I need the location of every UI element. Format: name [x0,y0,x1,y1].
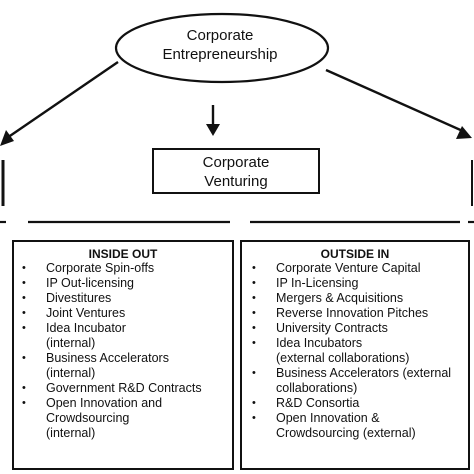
arrow-center-head [206,124,220,136]
list-item: Corporate Spin-offs [14,261,232,276]
outside-in-panel: OUTSIDE IN Corporate Venture CapitalIP I… [240,240,470,470]
entrepreneurship-label-line2: Entrepreneurship [162,46,278,63]
list-item: Open Innovation andCrowdsourcing(interna… [14,396,232,441]
list-item-text: R&D Consortia [276,396,360,410]
list-item-text: Idea Incubator [46,321,126,335]
list-item-text: IP Out-licensing [46,276,135,290]
corporate-venturing-box: Corporate Venturing [152,148,320,194]
arrow-left-head [0,130,14,146]
list-item: Open Innovation &Crowdsourcing (external… [242,411,468,441]
inside-out-heading: INSIDE OUT [88,247,158,261]
arrow-right-head [456,126,472,139]
arrow-right [325,68,466,134]
list-item-text: University Contracts [276,321,388,335]
entrepreneurship-label: Corporate Entrepreneurship [110,26,330,64]
list-item: Corporate Venture Capital [242,261,468,276]
list-item: Divestitures [14,291,232,306]
list-item: IP In-Licensing [242,276,468,291]
list-item: Idea Incubator(internal) [14,321,232,351]
list-item: Business Accelerators(internal) [14,351,232,381]
entrepreneurship-ellipse [114,12,330,84]
entrepreneurship-label-line1: Corporate [186,27,254,44]
list-item-text: IP In-Licensing [276,276,359,290]
list-item-text: (internal) [46,366,96,380]
list-item-text: Corporate Spin-offs [46,261,155,275]
list-item: Reverse Innovation Pitches [242,306,468,321]
list-item-text: Joint Ventures [46,306,126,320]
list-item-text: Divestitures [46,291,112,305]
list-item-text: collaborations) [276,381,358,395]
list-item-text: (internal) [46,336,96,350]
list-item-text: Open Innovation and [46,396,163,410]
list-item-text: Corporate Venture Capital [276,261,421,275]
outside-in-heading: OUTSIDE IN [320,247,390,261]
list-item: Government R&D Contracts [14,381,232,396]
list-item: University Contracts [242,321,468,336]
list-item: Mergers & Acquisitions [242,291,468,306]
list-item-text: Crowdsourcing [46,411,130,425]
list-item: Business Accelerators (externalcollabora… [242,366,468,396]
list-item-text: Open Innovation & [276,411,380,425]
list-item-text: (internal) [46,426,96,440]
list-item-text: Crowdsourcing (external) [276,426,416,440]
list-item-text: Business Accelerators [46,351,169,365]
list-item-text: Mergers & Acquisitions [276,291,404,305]
corporate-venturing-line2: Venturing [204,173,268,190]
inside-out-list: Corporate Spin-offsIP Out-licensingDives… [14,261,232,441]
list-item: Joint Ventures [14,306,232,321]
list-item-text: Business Accelerators (external [276,366,452,380]
arrow-left [3,61,119,141]
corporate-venturing-line1: Corporate [202,154,270,171]
list-item-text: (external collaborations) [276,351,410,365]
inside-out-panel: INSIDE OUT Corporate Spin-offsIP Out-lic… [12,240,234,470]
list-item-text: Reverse Innovation Pitches [276,306,429,320]
list-item-text: Idea Incubators [276,336,363,350]
list-item: R&D Consortia [242,396,468,411]
outside-in-list: Corporate Venture CapitalIP In-Licensing… [242,261,468,441]
list-item: IP Out-licensing [14,276,232,291]
list-item-text: Government R&D Contracts [46,381,202,395]
list-item: Idea Incubators(external collaborations) [242,336,468,366]
